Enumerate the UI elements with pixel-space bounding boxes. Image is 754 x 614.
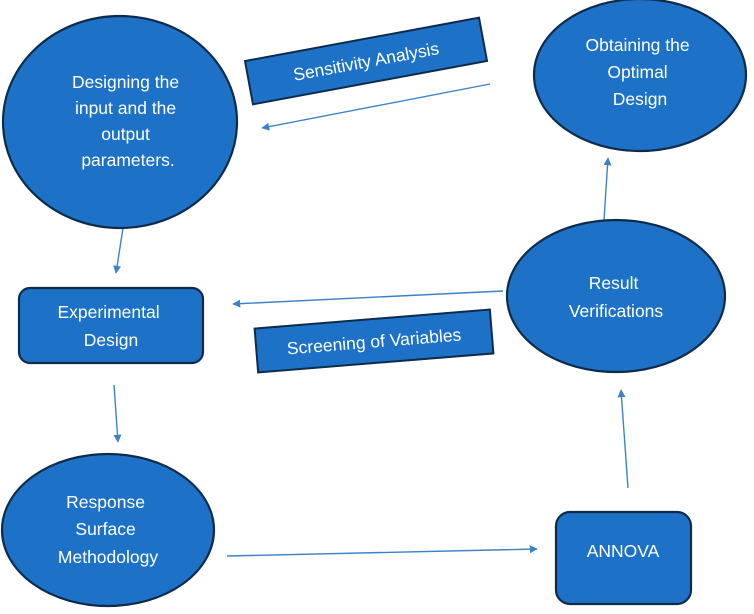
annova-line-1: ANNOVA — [587, 541, 660, 561]
response-surface-methodology-node: Response Surface Methodology — [0, 452, 216, 608]
response-line-3: Methodology — [58, 547, 158, 567]
verifications-line-1: Result — [589, 273, 639, 293]
screening-of-variables-label: Screening of Variables — [253, 308, 495, 374]
designing-line-1: Designing the — [72, 72, 179, 92]
verifications-line-2: Verifications — [569, 301, 664, 321]
designing-line-3: output — [101, 124, 150, 144]
obtaining-line-3: Design — [613, 89, 667, 109]
arrow-response-to-annova — [226, 545, 538, 557]
annova-node: ANNOVA — [554, 510, 693, 606]
experimental-line-2: Design — [84, 330, 138, 350]
arrow-sensitivity-to-designing — [261, 83, 491, 131]
experimental-design-node: Experimental Design — [17, 286, 205, 365]
arrow-verifications-to-experimental — [232, 290, 504, 308]
arrow-experimental-to-response — [113, 384, 122, 443]
arrow-annova-to-verifications — [617, 389, 629, 489]
response-line-2: Surface — [75, 519, 135, 539]
connectors — [113, 83, 629, 557]
experimental-line-1: Experimental — [57, 302, 159, 322]
result-verifications-text: Result Verifications — [569, 273, 664, 321]
response-surface-methodology-text: Response Surface Methodology — [58, 492, 158, 567]
designing-line-4: parameters. — [81, 150, 174, 170]
arrow-verifications-to-obtaining — [603, 157, 612, 221]
annova-text: ANNOVA — [587, 541, 660, 561]
designing-line-2: input and the — [75, 98, 176, 118]
obtaining-optimal-design-node: Obtaining the Optimal Design — [532, 0, 748, 153]
obtaining-optimal-design-text: Obtaining the Optimal Design — [586, 35, 695, 109]
obtaining-line-1: Obtaining the — [586, 35, 690, 55]
designing-parameters-node: Designing the input and the output param… — [1, 14, 239, 230]
designing-parameters-text: Designing the input and the output param… — [72, 72, 184, 170]
result-verifications-node: Result Verifications — [505, 218, 727, 374]
obtaining-line-2: Optimal — [607, 62, 667, 82]
response-line-1: Response — [66, 492, 145, 512]
experimental-design-text: Experimental Design — [57, 302, 164, 350]
arrow-designing-to-experimental — [113, 227, 124, 274]
